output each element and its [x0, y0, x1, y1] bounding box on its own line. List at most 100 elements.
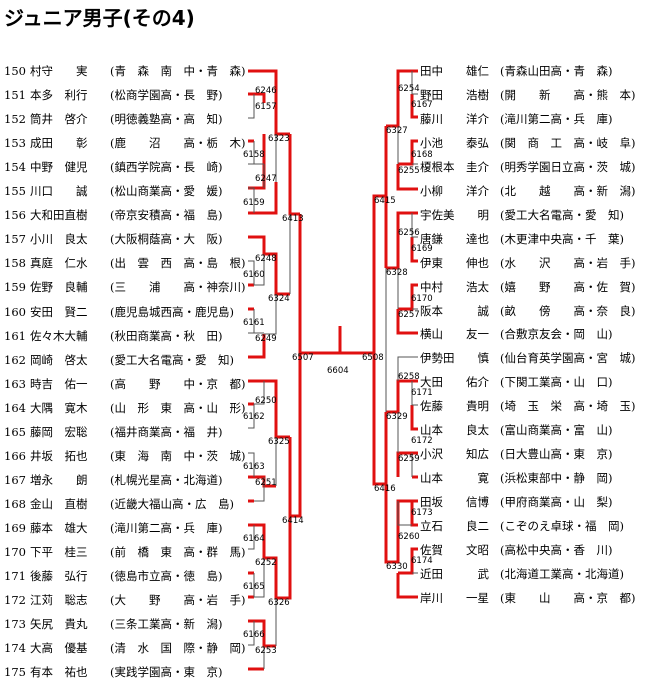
- player-name: 伊東 伸也: [420, 255, 489, 270]
- player-aff: (明秀学園日立高・茨 城): [500, 159, 636, 174]
- match-number: 6330: [386, 562, 408, 572]
- player-row: 小柳 洋介(北 越 高・新 潟)181: [420, 183, 664, 199]
- player-aff: (合敷京友会・岡 山): [500, 327, 613, 342]
- player-name: 阪本 誠: [420, 303, 489, 318]
- left-winner-lines: [248, 69, 342, 671]
- player-name: 井坂 拓也: [30, 448, 88, 463]
- match-number: 6172: [411, 436, 433, 446]
- page-title: ジュニア男子(その4): [4, 6, 195, 30]
- player-row: 伊東 伸也(水 沢 高・岩 手)184: [420, 255, 664, 271]
- player-aff: (清 水 国 際・静 岡): [110, 641, 246, 656]
- player-name: 川口 誠: [30, 184, 88, 199]
- player-aff: (鎮西学院高・長 崎): [110, 160, 223, 175]
- player-aff: (三 浦 高・神奈川): [110, 280, 246, 295]
- player-name: 中村 浩太: [420, 279, 489, 294]
- player-row: 阪本 誠(畝 傍 高・奈 良)186: [420, 303, 664, 319]
- match-number: 6253: [255, 646, 277, 656]
- player-row: 153 成田 彰 (鹿 沼 高・栃 木): [4, 135, 254, 151]
- match-number: 6414: [282, 516, 304, 526]
- player-no: 168: [4, 496, 26, 511]
- player-name: 山本 寛: [420, 471, 489, 486]
- player-row: 田坂 信博(甲府商業高・山 梨)194: [420, 494, 664, 510]
- player-aff: (松山商業高・愛 媛): [110, 184, 223, 199]
- player-name: 時吉 佑一: [30, 376, 88, 391]
- player-name: 小沢 知広: [420, 447, 489, 462]
- player-aff: (徳島市立高・徳 島): [110, 569, 223, 584]
- player-row: 佐賀 文昭(高松中央高・香 川)196: [420, 542, 664, 558]
- player-name: 伊勢田 慎: [420, 351, 489, 366]
- player-no: 162: [4, 352, 26, 367]
- player-aff: (鹿児島城西高・鹿児島): [110, 304, 234, 319]
- player-no: 167: [4, 472, 26, 487]
- player-aff: (開 新 高・熊 本): [500, 87, 636, 102]
- match-number: 6173: [411, 508, 433, 518]
- match-number: 6324: [268, 294, 290, 304]
- match-number: 6328: [386, 268, 408, 278]
- player-aff: (甲府商業高・山 梨): [500, 495, 613, 510]
- player-aff: (埼 玉 栄 高・埼 玉): [500, 399, 636, 414]
- player-name: 中野 健児: [30, 160, 88, 175]
- player-no: 171: [4, 569, 26, 584]
- player-row: 近田 武(北海道工業高・北海道)197: [420, 566, 664, 582]
- match-number: 6256: [398, 228, 420, 238]
- player-name: 小池 泰弘: [420, 135, 489, 150]
- player-name: 小柳 洋介: [420, 183, 489, 198]
- player-name: 佐々木大輔: [30, 328, 88, 343]
- player-aff: (札幌光星高・北海道): [110, 472, 223, 487]
- player-row: 藤川 洋介(滝川第二高・兵 庫)178: [420, 111, 664, 127]
- player-aff: (前 橋 東 高・群 馬): [110, 545, 246, 559]
- player-name: 宇佐美 明: [420, 207, 489, 222]
- player-row: 山本 良太(富山商業高・富 山)191: [420, 422, 664, 438]
- player-row: 宇佐美 明(愛工大名電高・愛 知)182: [420, 207, 664, 223]
- player-name: 大田 佑介: [420, 375, 489, 390]
- player-no: 155: [4, 184, 26, 199]
- match-number: 6162: [243, 412, 265, 422]
- match-number: 6416: [374, 484, 396, 494]
- player-aff: (秋田商業高・秋 田): [110, 328, 223, 343]
- player-no: 154: [4, 160, 26, 175]
- player-no: 153: [4, 136, 26, 151]
- player-row: 大田 佑介(下関工業高・山 口)189: [420, 374, 664, 390]
- player-no: 158: [4, 256, 26, 271]
- player-name: 成田 彰: [30, 136, 88, 151]
- match-number: 6171: [411, 388, 433, 398]
- player-row: 中村 浩太(嬉 野 高・佐 賀)185: [420, 279, 664, 295]
- player-name: 藤川 洋介: [420, 111, 489, 126]
- player-aff: (出 雲 西 高・島 根): [110, 256, 246, 271]
- player-name: 筒井 啓介: [30, 112, 88, 127]
- player-aff: (北 越 高・新 潟): [500, 183, 636, 198]
- player-aff: (明徳義塾高・高 知): [110, 112, 223, 127]
- match-number: 6415: [374, 196, 396, 206]
- player-aff: (福井商業高・福 井): [110, 424, 223, 439]
- match-number: 6251: [255, 478, 277, 488]
- player-aff: (畝 傍 高・奈 良): [500, 303, 636, 318]
- match-number: 6249: [255, 334, 277, 344]
- match-number: 6248: [255, 254, 277, 264]
- player-no: 174: [4, 641, 26, 656]
- match-number: 6168: [411, 150, 433, 160]
- player-row: 158 真庭 仁水 (出 雲 西 高・島 根): [4, 255, 254, 271]
- player-aff: (青森山田高・青 森): [500, 64, 613, 78]
- player-name: 佐賀 文昭: [420, 543, 489, 557]
- match-number: 6164: [243, 534, 265, 544]
- player-name: 田中 雄仁: [420, 64, 489, 78]
- player-aff: (滝川第二高・兵 庫): [500, 111, 613, 126]
- match-number: 6327: [386, 126, 408, 136]
- player-row: 佐藤 貴明(埼 玉 栄 高・埼 玉)190: [420, 398, 664, 414]
- player-aff: (青 森 南 中・青 森): [110, 64, 246, 78]
- player-name: 野田 浩樹: [420, 87, 489, 102]
- player-name: 真庭 仁水: [30, 256, 88, 271]
- player-aff: (鹿 沼 高・栃 木): [110, 136, 246, 151]
- match-number: 6167: [411, 100, 433, 110]
- player-aff: (木更津中央高・千 葉): [500, 231, 624, 246]
- player-name: 金山 直樹: [30, 496, 88, 511]
- player-name: 横山 友一: [420, 327, 489, 342]
